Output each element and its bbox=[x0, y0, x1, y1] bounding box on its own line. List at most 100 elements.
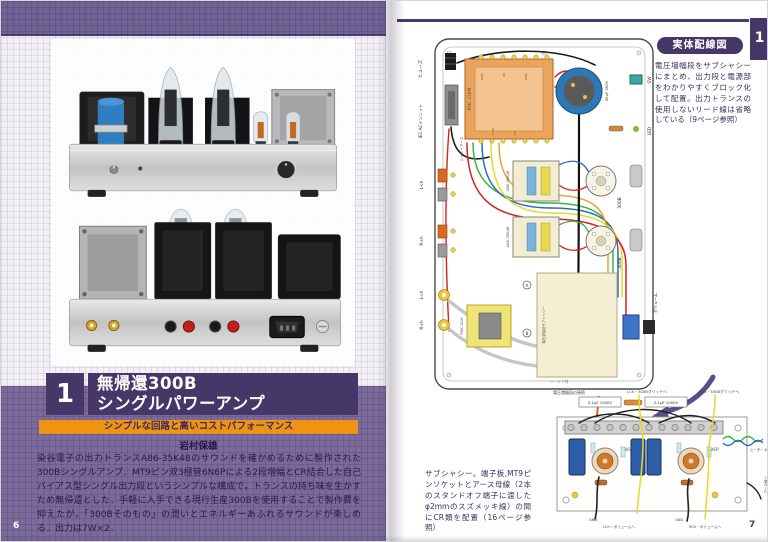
routing-marker bbox=[522, 280, 532, 290]
tube-6n6p-label: 6N6P bbox=[621, 447, 633, 453]
tube-6n6p-label: 6N6P bbox=[707, 447, 719, 453]
output-wires bbox=[594, 394, 762, 522]
diagram-title-badge: 実体配線図 bbox=[657, 37, 743, 54]
vamp-connection-label: 電圧増幅段の接続 bbox=[553, 389, 585, 395]
header-rule bbox=[397, 19, 749, 22]
choke-label: PMC-50H bbox=[459, 317, 464, 334]
power-led bbox=[138, 166, 143, 171]
gnd-label: GND bbox=[675, 518, 683, 522]
earth-label: アース線へ bbox=[763, 476, 768, 494]
lch-volume-label: LCh・ボリュームへ bbox=[603, 524, 635, 529]
subchassis-caption: サブシャシー。端子板,MT9ピンソケットとアース母線（2本のスタンドオフ端子に渡… bbox=[425, 469, 531, 533]
coupling-cap-right bbox=[644, 396, 688, 408]
shielded-wire-label: シールド線 bbox=[550, 379, 569, 384]
heater-wire-blue bbox=[722, 439, 764, 447]
pin-label: 0V bbox=[502, 72, 506, 77]
coupling-cap-left-label: 0.1μF 1000V bbox=[588, 400, 613, 405]
chapter-intro-text: 染谷電子の出力トランスA86-35K48のサウンドを確かめるために製作された30… bbox=[37, 454, 361, 534]
power-transformer-label: PMC-150M bbox=[467, 88, 472, 111]
output-transformer-label: A86-35K48 bbox=[505, 170, 510, 192]
page-edge-shadow bbox=[1, 535, 767, 541]
terminal-screws bbox=[567, 423, 718, 431]
chapter-title-line1: 無帰還300B bbox=[97, 374, 198, 393]
tube-300b-label: 300B bbox=[617, 197, 623, 208]
tube-6n6p-left bbox=[253, 111, 269, 147]
chassis-ground-label: シャシーアース bbox=[459, 136, 464, 161]
rch-grid-label: RCh・300Bグリッドへ bbox=[699, 389, 739, 394]
iec-inlet bbox=[269, 315, 305, 339]
coupling-cap-left bbox=[578, 396, 622, 408]
speaker-post-red bbox=[182, 320, 195, 333]
chassis-foot bbox=[87, 344, 106, 352]
pin-label: 6.3V bbox=[491, 127, 495, 135]
chapter-number-box: 1 bbox=[46, 373, 84, 415]
ac-inlet-label: IEC ACインレット bbox=[418, 104, 423, 139]
chapter-title-line2: シングルパワーアンプ bbox=[97, 394, 266, 414]
led-label: LED bbox=[647, 126, 653, 135]
capacitor-label: 90μF 350V bbox=[604, 80, 609, 101]
page-gutter bbox=[379, 1, 405, 541]
diagram-annotation: 電圧増幅段をサブシャシーにまとめ、出力段と電源部をわかりやすくブロック化して配置… bbox=[655, 61, 751, 125]
chapter-author: 岩村保雄 bbox=[179, 441, 218, 452]
rch-volume-label: RCh・ボリュームへ bbox=[689, 524, 722, 529]
output-transformer-label: A86-35K48 bbox=[505, 226, 510, 248]
filter-capacitor-symbol bbox=[555, 67, 603, 115]
left-page-header-band bbox=[1, 1, 386, 36]
power-transformer-symbol bbox=[464, 54, 554, 144]
tube-300b-right bbox=[210, 66, 236, 151]
left-page: 1 無帰還300B シングルパワーアンプ シンプルな回路と高いコストパフォーマン… bbox=[1, 1, 386, 541]
speaker-terminals bbox=[437, 168, 456, 258]
heater-label: ヒーター 6.3Vへ bbox=[750, 447, 768, 452]
resistor bbox=[623, 399, 643, 406]
speaker-l-label: L-ch bbox=[419, 180, 424, 189]
fuse-label: ヒューズ bbox=[417, 60, 424, 79]
chapter-title: 無帰還300B シングルパワーアンプ bbox=[88, 373, 358, 415]
tube-300b-label: 300B bbox=[617, 257, 623, 268]
volume-knob bbox=[275, 158, 297, 181]
speaker-post-red bbox=[227, 320, 240, 333]
chapter-side-tab: 1 bbox=[750, 18, 767, 60]
switch-label: SW bbox=[647, 76, 653, 84]
output-transformer-symbols bbox=[512, 160, 560, 258]
main-wiring-diagram: ヒューズ IEC ACインレット シャシーアース PMC-150M bbox=[409, 33, 659, 395]
amp-rear-photo bbox=[51, 204, 355, 366]
subchassis-block bbox=[536, 272, 618, 378]
amp-front-illustration bbox=[69, 66, 337, 197]
jumper-wires bbox=[578, 408, 716, 424]
page-number-right: 7 bbox=[749, 520, 756, 530]
choke-symbol bbox=[466, 304, 512, 348]
chassis-front bbox=[69, 143, 337, 192]
tube-6n6p-sockets bbox=[591, 447, 705, 475]
iec-inlet-symbol bbox=[444, 84, 459, 126]
page-number-left: 6 bbox=[13, 521, 20, 531]
power-switch-symbol bbox=[629, 74, 643, 85]
chassis-foot bbox=[300, 189, 319, 197]
coupling-cap-right-label: 0.1μF 1000V bbox=[654, 400, 679, 405]
amp-front-photo bbox=[51, 39, 355, 205]
filter-capacitor bbox=[94, 97, 128, 147]
fuse bbox=[445, 53, 456, 70]
led-resistor bbox=[608, 125, 624, 132]
routing-marker-b: B bbox=[526, 331, 529, 336]
subchassis-label: 電圧増幅段サブシャシー bbox=[541, 306, 546, 344]
tube-300b-sockets bbox=[585, 164, 643, 257]
detail-arrow bbox=[649, 373, 721, 423]
amp-rear-illustration bbox=[68, 208, 342, 352]
pin-label: 5V bbox=[513, 130, 517, 135]
routing-marker bbox=[522, 328, 532, 338]
pin-label: 320V bbox=[480, 72, 484, 81]
routing-marker-a: A bbox=[526, 283, 529, 288]
chapter-subtitle-bar: シンプルな回路と高いコストパフォーマンス bbox=[39, 420, 358, 434]
input-r-label: R-ch bbox=[419, 320, 424, 330]
lch-grid-label: LCh・300Bグリッドへ bbox=[627, 389, 667, 394]
tube-6n6p-right bbox=[285, 111, 301, 147]
rca-input-symbols bbox=[438, 289, 450, 331]
subchassis-diagram: 電圧増幅段の接続 LCh・300Bグリッドへ RCh・300Bグリッドへ 0.1… bbox=[539, 387, 768, 535]
pin-label: 100V bbox=[524, 72, 528, 81]
gnd-label: GND bbox=[589, 518, 597, 522]
tube-300b-left bbox=[158, 66, 184, 151]
speaker-r-label: R-ch bbox=[419, 236, 424, 246]
chassis-foot bbox=[87, 189, 106, 197]
volume-label: ボリューム bbox=[652, 293, 658, 313]
